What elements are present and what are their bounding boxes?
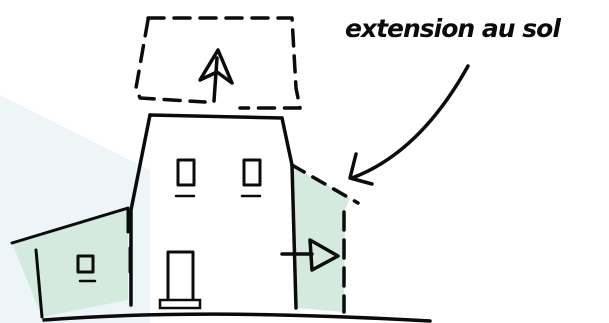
ground-extension [290,165,358,312]
annotation-pointer [350,66,468,184]
up-arrow-icon [200,50,232,101]
main-house [131,115,296,308]
annotation-label: extension au sol [345,14,607,43]
